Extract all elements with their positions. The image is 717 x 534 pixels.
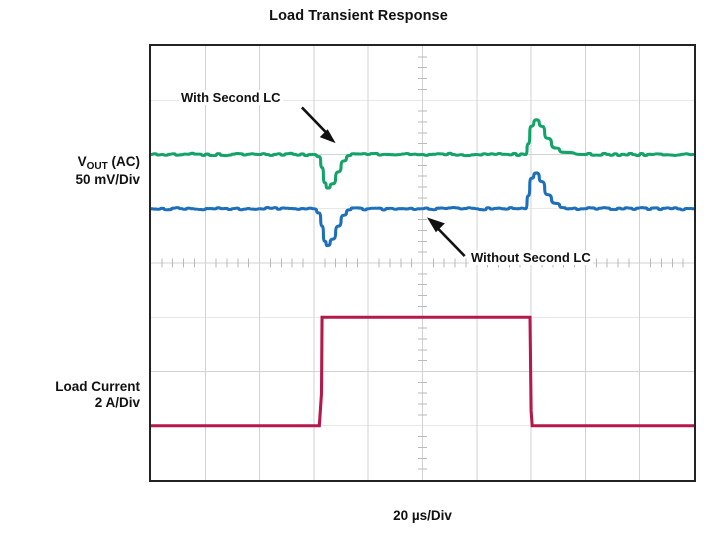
y-axis-label-load-current-line1: Load Current [55, 379, 140, 394]
annotation-with-second-lc: With Second LC [179, 90, 283, 105]
vout-suffix: (AC) [107, 154, 141, 169]
x-axis-label: 20 µs/Div [393, 508, 452, 523]
y-axis-label-load-current: Load Current 2 A/Div [0, 379, 140, 411]
annotation-without-second-lc: Without Second LC [469, 250, 593, 265]
y-axis-label-vout-line1: VOUT (AC) [0, 154, 140, 172]
y-axis-label-vout-line2: 50 mV/Div [75, 172, 140, 187]
vout-subscript: OUT [86, 160, 108, 172]
y-axis-label-load-current-line2: 2 A/Div [94, 395, 140, 410]
trace-load-current [151, 315, 694, 428]
arrow-with-second-lc-icon [300, 106, 336, 144]
trace-without-second-lc [151, 171, 694, 248]
plot-area: With Second LC Without Second LC [149, 44, 696, 482]
arrow-without-second-lc-icon [426, 217, 466, 257]
page-title: Load Transient Response [269, 8, 448, 24]
annotation-arrows-layer [300, 106, 466, 257]
vout-prefix: V [77, 154, 87, 169]
trace-layer [151, 118, 694, 428]
trace-with-second-lc [151, 118, 694, 190]
y-axis-label-vout: VOUT (AC) 50 mV/Div [0, 154, 140, 188]
